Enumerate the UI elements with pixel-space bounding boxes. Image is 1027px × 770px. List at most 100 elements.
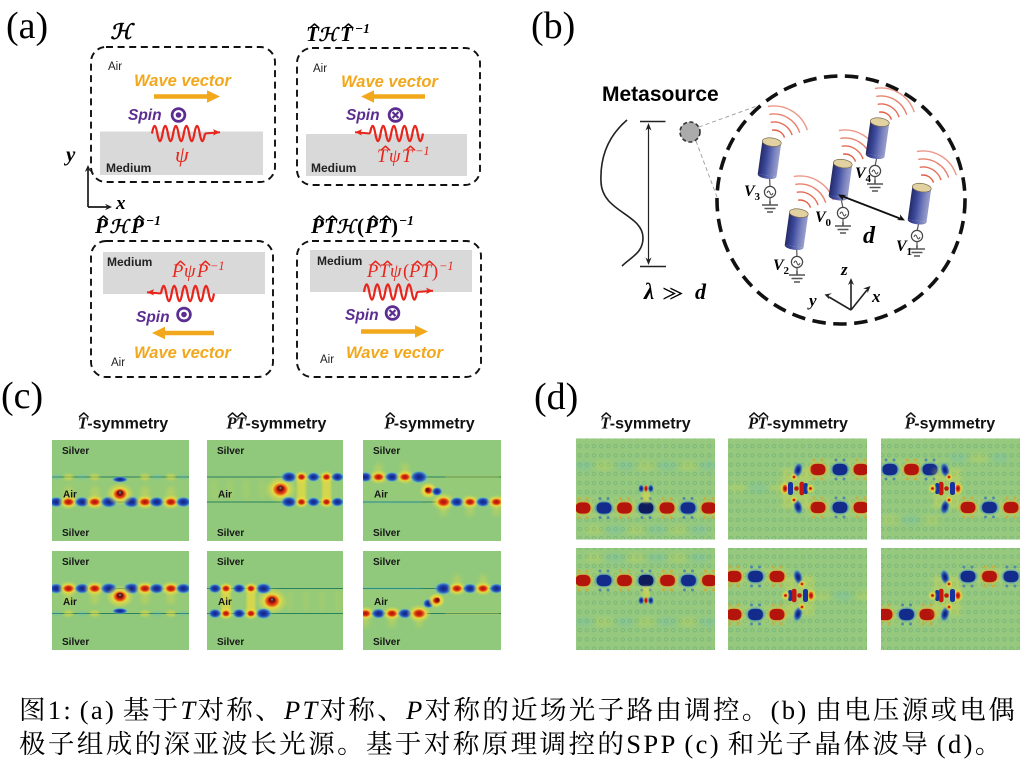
svg-text:P: P [383,414,395,433]
svg-text:T: T [340,22,354,46]
svg-text:P: P [94,214,108,238]
svg-text:Silver: Silver [373,446,400,457]
svg-text:ψ: ψ [390,262,402,282]
svg-text:T: T [377,147,389,167]
svg-text:T: T [306,22,320,46]
svg-text:P: P [171,262,183,282]
svg-text:T: T [236,414,247,433]
svg-text:(: ( [403,262,409,282]
svg-text:P: P [747,414,759,433]
svg-text:V: V [815,209,827,226]
svg-text:Medium: Medium [107,255,152,269]
svg-text:P: P [196,262,208,282]
svg-text:3: 3 [755,191,761,203]
svg-text:Silver: Silver [373,528,400,539]
svg-text:λ: λ [643,279,654,304]
svg-text:Air: Air [108,61,122,73]
svg-text:Silver: Silver [217,557,244,568]
svg-text:V: V [773,257,785,274]
svg-text:T: T [78,414,89,433]
svg-text:Spin: Spin [345,307,379,324]
svg-text:Spin: Spin [346,107,380,124]
svg-text:Silver: Silver [62,528,89,539]
svg-text:P: P [408,262,420,282]
svg-text:Spin: Spin [128,107,162,124]
svg-text:Silver: Silver [373,557,400,568]
svg-text:Silver: Silver [217,528,244,539]
svg-text:Air: Air [374,597,388,608]
svg-text:Air: Air [374,490,388,501]
svg-text:2: 2 [784,265,790,277]
svg-text:(c): (c) [1,375,43,417]
svg-text:ψ: ψ [175,142,189,167]
svg-text:y: y [63,142,76,166]
svg-text:−1: −1 [210,259,225,273]
svg-text:(a): (a) [6,5,48,47]
svg-text:V: V [744,183,756,200]
svg-text:−1: −1 [439,259,454,273]
svg-text:Wave vector: Wave vector [134,344,232,362]
svg-text:Air: Air [313,63,327,75]
svg-text:T: T [378,214,392,238]
svg-text:−1: −1 [415,144,430,158]
svg-text:P: P [364,214,378,238]
svg-text:Air: Air [218,490,232,501]
svg-text:Air: Air [320,354,334,366]
svg-text:y: y [807,291,817,310]
svg-text:P: P [904,414,916,433]
svg-text:Air: Air [63,597,77,608]
svg-text:−1: −1 [399,213,414,228]
svg-text:Air: Air [63,490,77,501]
svg-text:V: V [855,165,867,182]
svg-text:Air: Air [111,357,125,369]
svg-text:P: P [310,214,324,238]
svg-text:T: T [402,147,414,167]
svg-text:1: 1 [907,246,913,258]
svg-text:P: P [226,414,238,433]
svg-text:(: ( [357,214,364,238]
svg-text:Medium: Medium [311,161,356,175]
svg-text:Medium: Medium [317,254,362,268]
svg-text:T: T [758,414,769,433]
svg-text:): ) [391,214,398,238]
svg-text:d: d [695,279,707,304]
svg-text:Silver: Silver [62,557,89,568]
svg-text:T: T [421,262,433,282]
svg-text:-symmetry: -symmetry [610,416,691,433]
svg-text:ψ: ψ [184,262,196,282]
svg-text:(b): (b) [531,5,575,47]
svg-text:T: T [600,414,611,433]
svg-text:(d): (d) [534,376,578,418]
svg-text:T: T [324,214,338,238]
svg-text:Spin: Spin [136,309,170,326]
svg-text:Wave vector: Wave vector [346,344,444,362]
svg-text:−1: −1 [355,21,370,36]
svg-text:0: 0 [826,217,832,229]
svg-text:x: x [871,287,881,306]
svg-text:T: T [379,262,391,282]
svg-text:V: V [896,238,908,255]
svg-text:Silver: Silver [373,637,400,648]
svg-text:-symmetry: -symmetry [914,416,995,433]
svg-text:Silver: Silver [217,637,244,648]
svg-text:): ) [432,262,438,282]
svg-text:−1: −1 [146,213,161,228]
svg-text:Wave vector: Wave vector [341,73,439,91]
svg-text:P: P [130,214,144,238]
svg-text:z: z [840,260,848,279]
svg-text:Medium: Medium [106,161,151,175]
svg-text:Air: Air [218,597,232,608]
svg-text:-symmetry: -symmetry [767,416,848,433]
svg-text:-symmetry: -symmetry [394,416,475,433]
svg-text:Wave vector: Wave vector [134,72,232,90]
svg-text:4: 4 [866,173,872,185]
svg-text:ψ: ψ [389,147,401,167]
svg-text:x: x [115,193,126,214]
svg-text:Metasource: Metasource [602,83,719,106]
svg-text:-symmetry: -symmetry [87,416,168,433]
svg-text:-symmetry: -symmetry [246,416,327,433]
svg-text:Silver: Silver [62,637,89,648]
svg-text:Silver: Silver [217,446,244,457]
svg-text:P: P [366,262,378,282]
svg-text:Silver: Silver [62,446,89,457]
